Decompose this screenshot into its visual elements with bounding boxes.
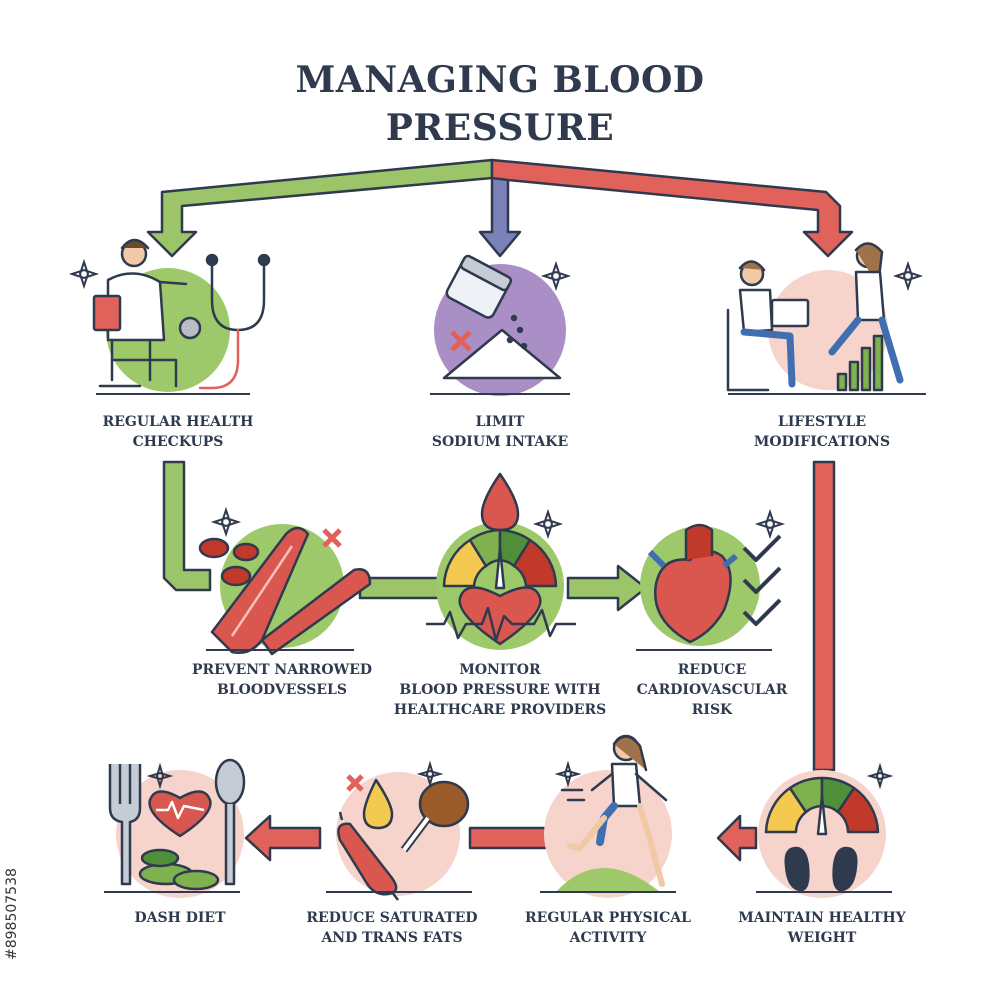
red-arrow-to-lifestyle [490,158,854,258]
label-fats: REDUCE SATURATED AND TRANS FATS [292,908,492,948]
stock-image-id: #898507538 [4,760,32,960]
node-cardio [636,508,786,651]
label-sodium-line-2: SODIUM INTAKE [431,434,569,450]
sparkle-icon [866,762,894,790]
label-lifestyle-line-1: LIFESTYLE [777,414,867,430]
page-title: MANAGING BLOOD PRESSURE [250,56,750,152]
sparkle-icon [892,260,924,292]
red-arrow-activity-to-fats [468,826,554,850]
label-checkups-line-1: REGULAR HEALTH [102,414,254,430]
label-vessels-line-2: BLOODVESSELS [216,682,348,698]
node-dash [104,758,246,898]
blue-arrow-to-sodium [478,174,522,258]
label-sodium: LIMIT SODIUM INTAKE [410,412,590,452]
red-arrow-weight-to-activity [716,814,758,862]
top-split-arrows [146,158,854,258]
node-checkups [68,238,271,395]
green-arrow-to-checkups [146,158,494,258]
sausage-drumstick-icon [337,774,470,901]
green-arrow-monitor-to-cardio [566,564,648,612]
running-woman-icon [560,734,668,887]
heart-checklist-icon [647,523,782,644]
label-weight-line-1: MAINTAIN HEALTHY [738,910,906,926]
red-arrow-fats-to-dash [244,814,322,862]
title-line-1: MANAGING BLOOD [295,59,705,101]
sparkle-icon [146,762,174,790]
work-and-run-icon [726,242,904,392]
label-cardio: REDUCE CARDIOVASCULAR RISK [622,660,802,720]
label-activity: REGULAR PHYSICAL ACTIVITY [508,908,708,948]
fork-spoon-heart-icon [108,758,246,891]
red-flow-arrows [244,460,836,862]
label-dash-line-1: DASH DIET [134,910,226,926]
scale-feet-icon [764,776,880,892]
sparkle-icon [532,508,564,540]
node-sodium [430,254,572,396]
sparkle-icon [754,508,786,540]
salt-shaker-icon [442,254,562,380]
label-checkups-line-2: CHECKUPS [132,434,224,450]
heart-gauge-icon [426,472,576,646]
node-lifestyle [726,242,926,395]
label-lifestyle-line-2: MODIFICATIONS [753,434,891,450]
label-activity-line-2: ACTIVITY [569,930,647,946]
label-checkups: REGULAR HEALTH CHECKUPS [88,412,268,452]
label-cardio-line-2: CARDIOVASCULAR [636,682,788,698]
label-monitor-line-1: MONITOR [459,662,541,678]
label-fats-line-2: AND TRANS FATS [321,930,463,946]
sparkle-icon [540,260,572,292]
label-monitor: MONITOR BLOOD PRESSURE WITH HEALTHCARE P… [380,660,620,720]
label-cardio-line-1: REDUCE [677,662,747,678]
blood-vessel-icon [198,526,372,656]
node-monitor [426,472,576,650]
sparkle-icon [210,506,242,538]
label-weight-line-2: WEIGHT [787,930,857,946]
red-arrow-down-from-lifestyle [812,460,836,772]
label-lifestyle: LIFESTYLE MODIFICATIONS [732,412,912,452]
node-weight [756,762,894,898]
sparkle-icon [416,760,444,788]
label-fats-line-1: REDUCE SATURATED [306,910,478,926]
label-sodium-line-1: LIMIT [475,414,525,430]
label-vessels-line-1: PREVENT NARROWED [191,662,373,678]
doctor-stethoscope-icon [92,238,271,390]
label-dash: DASH DIET [100,908,260,928]
sparkle-icon [68,258,100,290]
green-arrow-vessels-to-monitor [358,576,442,600]
green-arrow-down-from-checkups [162,460,212,592]
node-activity [540,734,676,898]
label-vessels: PREVENT NARROWED BLOODVESSELS [182,660,382,700]
label-cardio-line-3: RISK [691,702,733,718]
node-fats [326,760,472,901]
sparkle-icon [554,760,582,788]
label-monitor-line-2: BLOOD PRESSURE WITH [399,682,601,698]
stock-image-id-text: #898507538 [4,868,20,960]
label-weight: MAINTAIN HEALTHY WEIGHT [722,908,922,948]
node-vessels [198,506,372,656]
activity-ground-hill [556,868,660,892]
label-activity-line-1: REGULAR PHYSICAL [525,910,691,926]
label-monitor-line-3: HEALTHCARE PROVIDERS [393,702,607,718]
title-line-2: PRESSURE [385,107,615,149]
